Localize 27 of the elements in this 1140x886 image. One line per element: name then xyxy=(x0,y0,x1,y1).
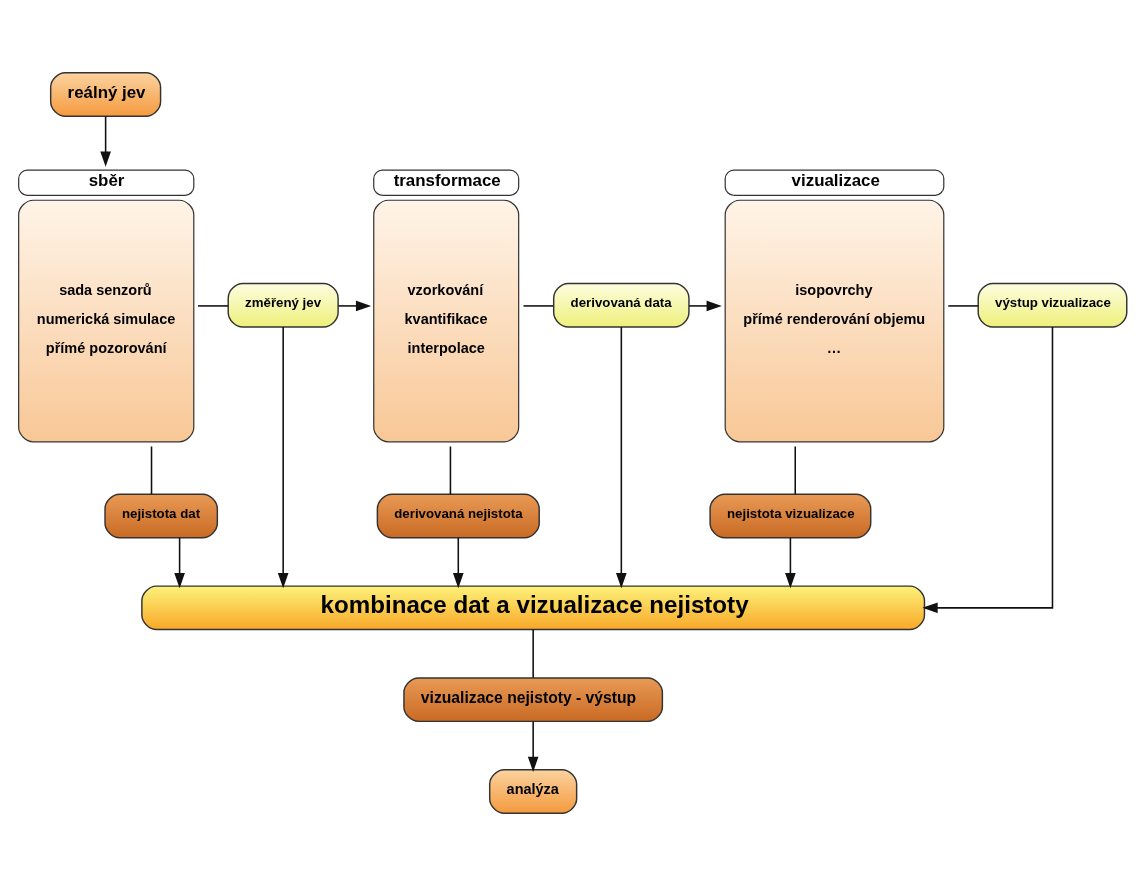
connector xyxy=(947,305,979,307)
node-box: nejistota dat xyxy=(104,493,219,539)
node-box: derivovaná data xyxy=(552,282,690,328)
connector xyxy=(150,445,153,495)
node-box: vizualizace nejistoty - výstup xyxy=(403,677,664,723)
node-box: derivovaná nejistota xyxy=(376,493,540,539)
connector xyxy=(197,305,229,307)
node-box: analýza xyxy=(488,768,578,814)
arrow xyxy=(922,326,1054,614)
arrow xyxy=(452,537,464,589)
node-box: reálný jev xyxy=(49,72,162,118)
arrow xyxy=(337,300,372,312)
connector xyxy=(522,305,554,307)
arrow xyxy=(277,326,289,589)
arrow xyxy=(174,537,185,589)
node-box: výstup vizualizace xyxy=(977,282,1128,328)
connector xyxy=(794,445,797,495)
arrow xyxy=(527,720,539,772)
arrow xyxy=(616,326,627,589)
node-box: nejistota vizualizace xyxy=(709,493,872,539)
arrow xyxy=(785,537,796,589)
arrow xyxy=(100,115,111,167)
connector xyxy=(449,445,452,495)
arrow xyxy=(688,300,722,312)
node-box: změřený jev xyxy=(227,282,339,328)
connector xyxy=(532,628,534,679)
node-box: kombinace dat a vizualizace nejistoty xyxy=(141,585,926,631)
